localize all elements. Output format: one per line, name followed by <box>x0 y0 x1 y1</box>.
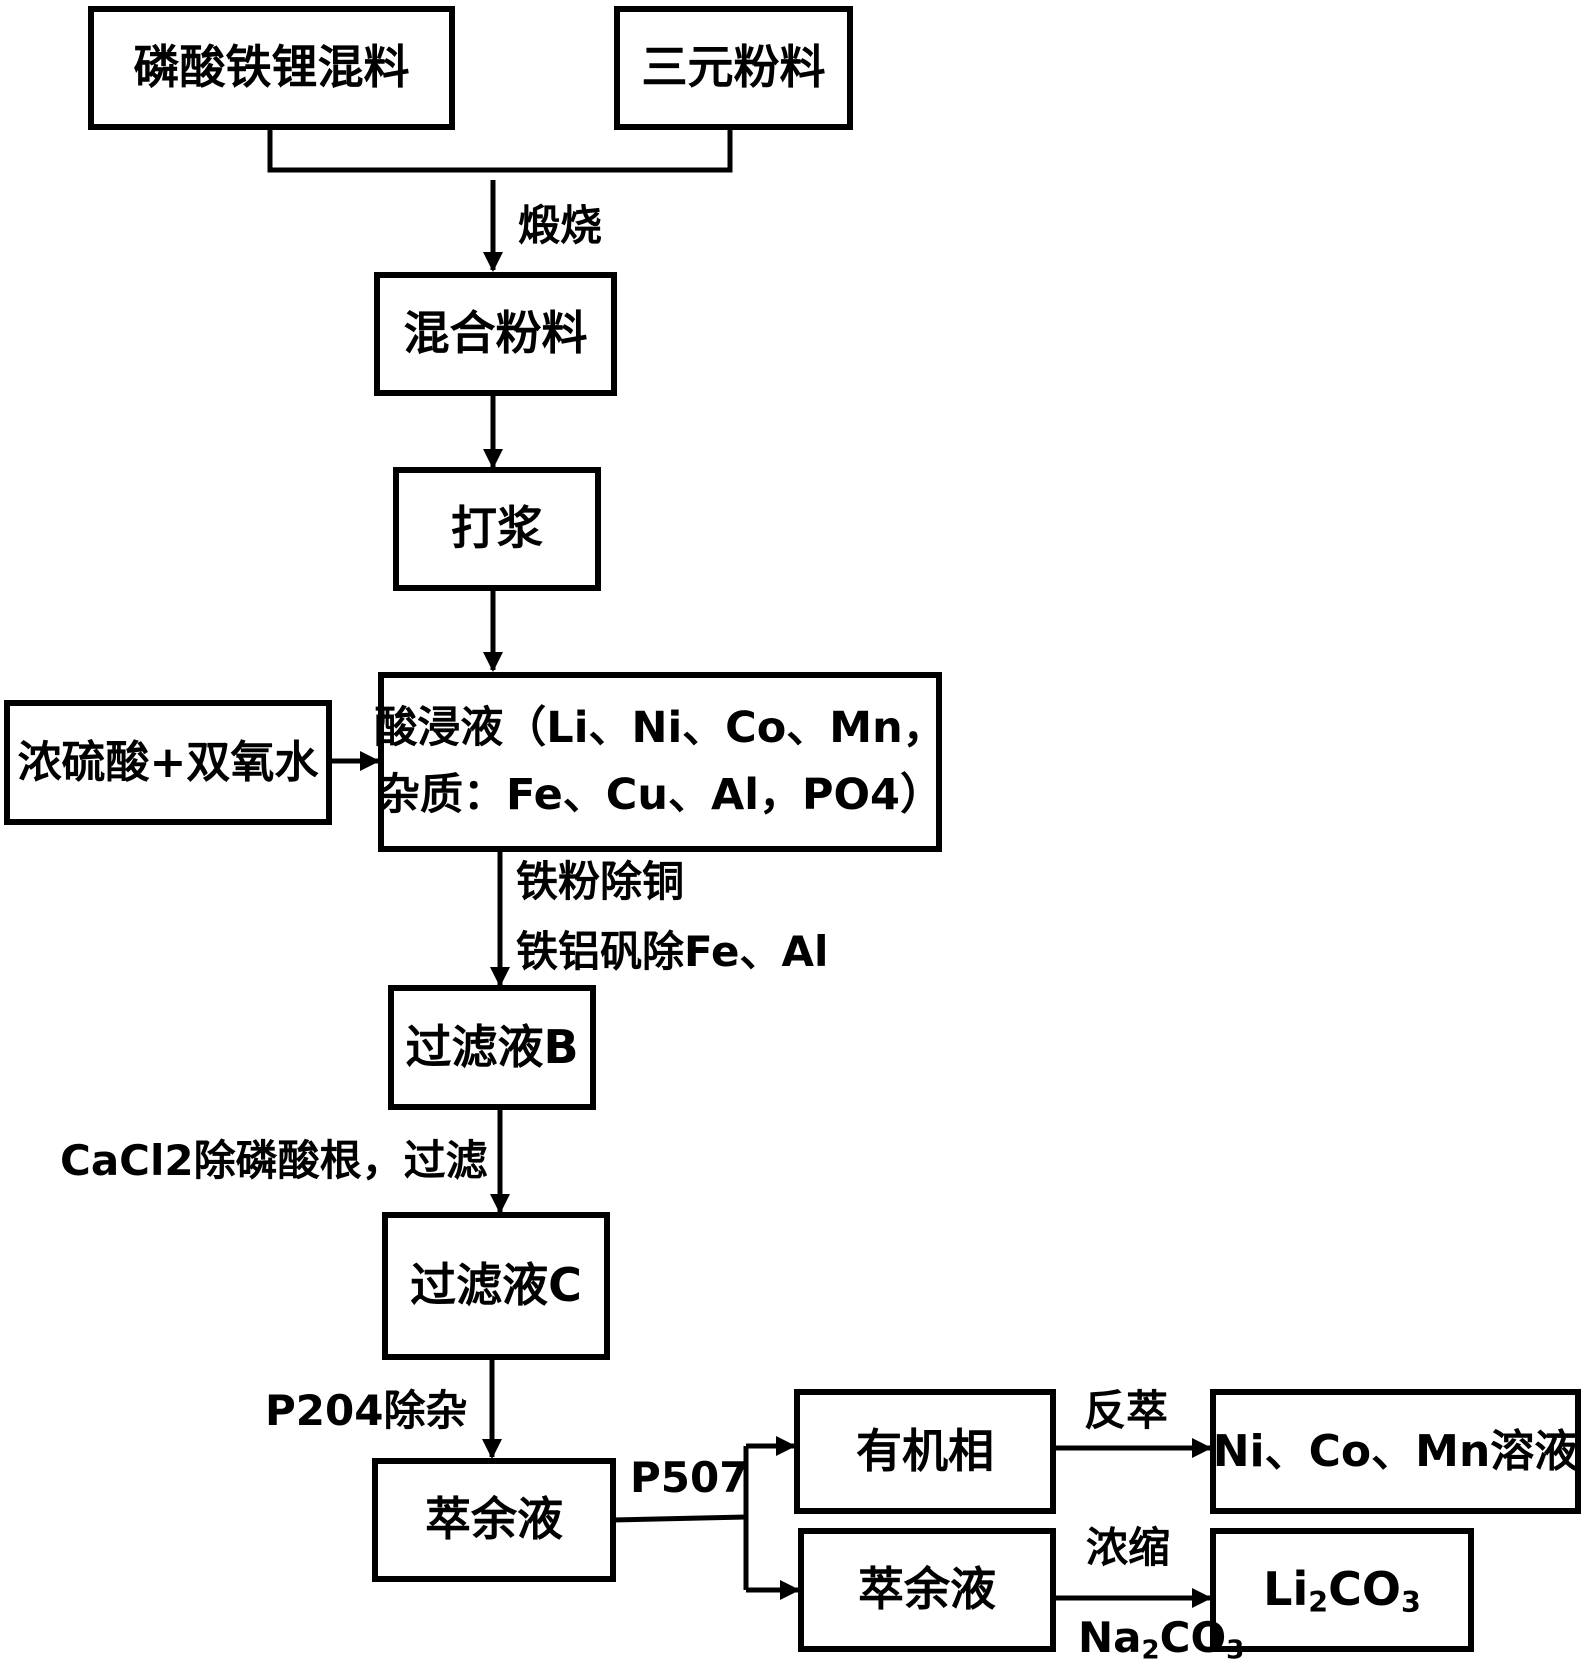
strip-label: 反萃 <box>1084 1386 1169 1435</box>
li2co3-box: Li2CO3 <box>1210 1528 1474 1652</box>
li2co3-label: Li2CO3 <box>1263 1560 1421 1620</box>
ternary-powder-label: 三元粉料 <box>641 40 826 95</box>
lfp-mix-label: 磷酸铁锂混料 <box>133 40 410 95</box>
filtrate-c-label: 过滤液C <box>410 1258 582 1313</box>
li2co3-prefix: Li <box>1263 1562 1309 1617</box>
raffinate-2-box: 萃余液 <box>798 1528 1056 1652</box>
na2co3-sub2: 3 <box>1226 1635 1245 1666</box>
na2co3-mid: CO <box>1159 1613 1227 1662</box>
na2co3-sub1: 2 <box>1141 1635 1160 1666</box>
raffinate-box: 萃余液 <box>372 1458 616 1582</box>
jarosite-fe-al-label: 铁铝矾除Fe、Al <box>516 927 829 976</box>
slurry-label: 打浆 <box>451 501 543 556</box>
raffinate-2-label: 萃余液 <box>858 1562 996 1617</box>
p507-label: P507 <box>630 1453 749 1502</box>
organic-phase-box: 有机相 <box>794 1389 1056 1514</box>
raffinate-label: 萃余液 <box>425 1492 563 1547</box>
li2co3-sub1: 2 <box>1308 1586 1329 1620</box>
concentrate-label: 浓缩 <box>1086 1523 1171 1572</box>
filtrate-b-label: 过滤液B <box>405 1019 579 1074</box>
acid-leach-box: 酸浸液（Li、Ni、Co、Mn， 杂质：Fe、Cu、Al，PO4） <box>374 672 946 852</box>
filtrate-b-box: 过滤液B <box>388 985 596 1110</box>
li2co3-sub2: 3 <box>1400 1586 1421 1620</box>
lfp-mix-box: 磷酸铁锂混料 <box>88 6 455 130</box>
li2co3-mid: CO <box>1328 1562 1401 1617</box>
ni-co-mn-solution-box: Ni、Co、Mn溶液 <box>1210 1389 1581 1514</box>
p507-split-line <box>611 1514 747 1523</box>
acid-leach-line2: 杂质：Fe、Cu、Al，PO4） <box>377 770 943 820</box>
filtrate-c-box: 过滤液C <box>382 1212 610 1360</box>
calcination-label: 煅烧 <box>518 201 603 250</box>
ni-co-mn-solution-label: Ni、Co、Mn溶液 <box>1212 1425 1579 1477</box>
p204-label: P204除杂 <box>265 1386 468 1435</box>
cacl2-label: CaCl2除磷酸根，过滤 <box>60 1136 488 1185</box>
acid-input-box: 浓硫酸+双氧水 <box>4 700 332 825</box>
na2co3-prefix: Na <box>1078 1613 1142 1662</box>
organic-phase-label: 有机相 <box>856 1423 994 1478</box>
mixed-powder-box: 混合粉料 <box>374 272 617 396</box>
acid-input-label: 浓硫酸+双氧水 <box>17 736 319 788</box>
acid-leach-line1: 酸浸液（Li、Ni、Co、Mn， <box>374 703 946 754</box>
slurry-box: 打浆 <box>393 467 601 591</box>
ternary-powder-box: 三元粉料 <box>614 6 853 130</box>
merge-bracket <box>267 124 733 173</box>
mixed-powder-label: 混合粉料 <box>403 306 588 361</box>
iron-powder-cu-label: 铁粉除铜 <box>516 857 685 906</box>
na2co3-label: Na2CO3 <box>1078 1612 1244 1665</box>
